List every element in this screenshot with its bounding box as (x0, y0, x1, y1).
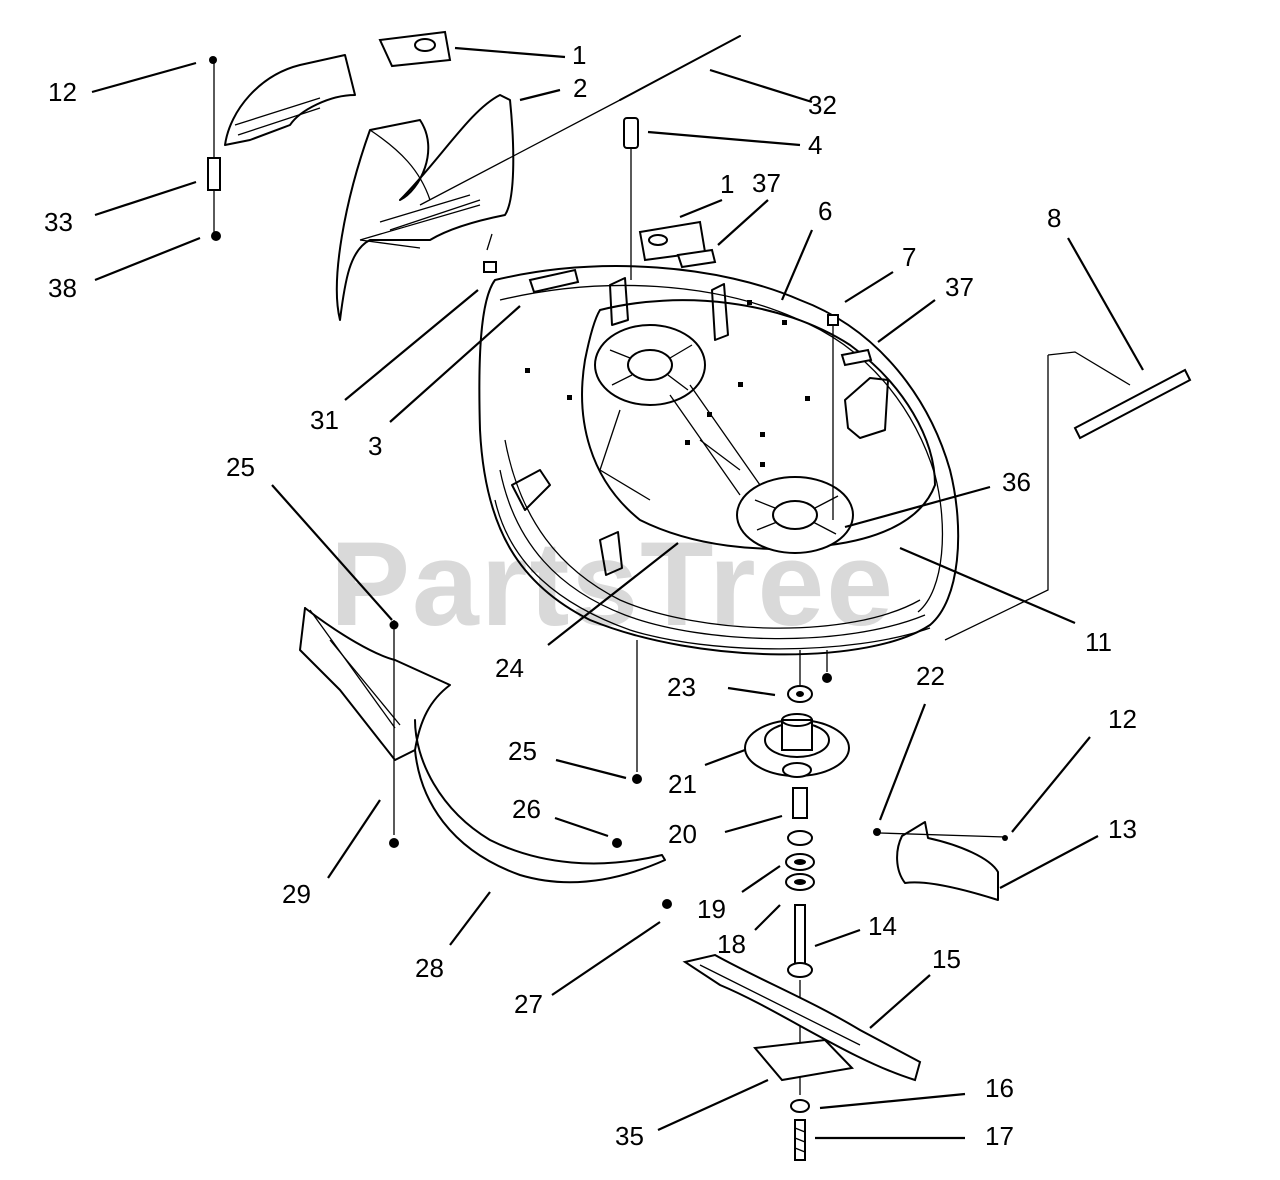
callout-12-right: 12 (1108, 704, 1137, 734)
callout-2: 2 (573, 73, 587, 103)
callout-13: 13 (1108, 814, 1137, 844)
callout-labels: 1 2 12 32 4 1 37 33 6 8 38 7 37 31 3 25 … (44, 40, 1137, 1151)
decal-37-right (840, 348, 873, 367)
discharge-chute (335, 94, 515, 321)
deck-housing (478, 265, 960, 656)
callout-33: 33 (44, 207, 73, 237)
callout-6: 6 (818, 196, 832, 226)
callout-18: 18 (717, 929, 746, 959)
decal-plate-top (378, 30, 452, 68)
callout-7: 7 (902, 242, 916, 272)
callout-1-top: 1 (572, 40, 586, 70)
spindle-assembly (744, 650, 850, 778)
washer-16 (790, 1099, 810, 1113)
rod (619, 35, 741, 101)
leader-lines (91, 46, 1144, 1140)
callout-32: 32 (808, 90, 837, 120)
bolt-38 (211, 231, 221, 241)
callout-20: 20 (668, 819, 697, 849)
bolt-7 (827, 314, 839, 520)
blade-adapter (753, 1038, 855, 1082)
bolt-22 (873, 828, 881, 836)
callout-28: 28 (415, 953, 444, 983)
callout-15: 15 (932, 944, 961, 974)
nut-25-right (632, 774, 642, 784)
callout-29: 29 (282, 879, 311, 909)
decal-3 (528, 268, 580, 294)
callout-26: 26 (512, 794, 541, 824)
nut-25-left (389, 620, 399, 630)
baffle (299, 607, 666, 884)
callout-3: 3 (368, 431, 382, 461)
washer-26 (612, 838, 622, 848)
deck-holes (525, 300, 810, 467)
callout-31: 31 (310, 405, 339, 435)
callout-37-right: 37 (945, 272, 974, 302)
callout-21: 21 (668, 769, 697, 799)
bolt-17 (794, 1119, 806, 1161)
nut-12-right (1002, 835, 1008, 841)
callout-4: 4 (808, 130, 822, 160)
decal-plate-lower (638, 220, 717, 269)
callout-25-left: 25 (226, 452, 255, 482)
callout-22: 22 (916, 661, 945, 691)
callout-36: 36 (1002, 467, 1031, 497)
nut-27 (662, 899, 672, 909)
decal-8 (944, 351, 1192, 641)
callout-11: 11 (1085, 627, 1112, 657)
callout-37-left: 37 (752, 168, 781, 198)
callout-35: 35 (615, 1121, 644, 1151)
shield-13 (896, 821, 999, 901)
chute-deflector (207, 54, 356, 235)
callout-19: 19 (697, 894, 726, 924)
nut-12-left (209, 56, 217, 64)
pin (623, 117, 639, 280)
callout-23: 23 (667, 672, 696, 702)
callout-38: 38 (48, 273, 77, 303)
callout-16: 16 (985, 1073, 1014, 1103)
spindle-shaft-stack (785, 787, 815, 1095)
callout-25-right: 25 (508, 736, 537, 766)
callout-17: 17 (985, 1121, 1014, 1151)
bolt-29 (389, 838, 399, 848)
callout-12-left: 12 (48, 77, 77, 107)
callout-27: 27 (514, 989, 543, 1019)
callout-8: 8 (1047, 203, 1061, 233)
callout-24: 24 (495, 653, 524, 683)
callout-14: 14 (868, 911, 897, 941)
clip-31 (483, 261, 497, 273)
callout-1-lower: 1 (720, 169, 734, 199)
